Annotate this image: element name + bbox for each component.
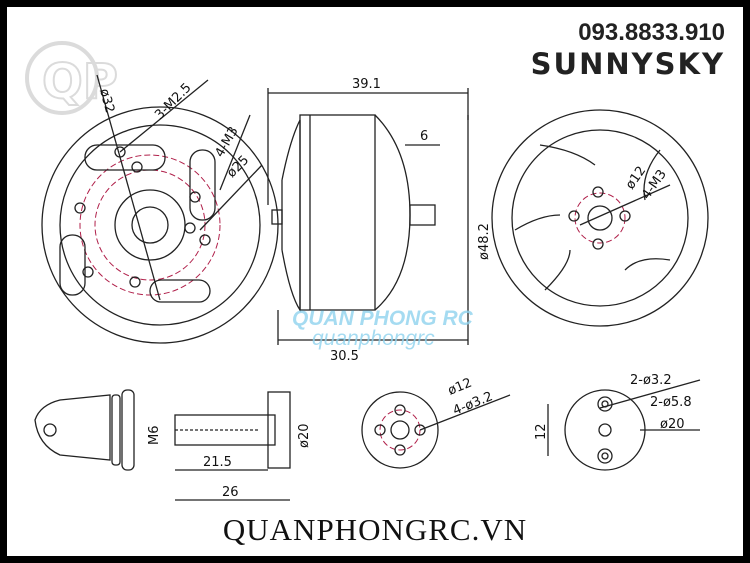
website-url: QUANPHONGRC.VN (222, 512, 528, 547)
dim-12: 12 (534, 423, 549, 440)
watermark-title: QUAN PHONG RC (292, 307, 473, 330)
dim-2-d3-2: 2-ø3.2 (630, 373, 672, 388)
dim-2-d5-8: 2-ø5.8 (650, 395, 692, 410)
svg-text:QP: QP (42, 54, 118, 110)
front-view: ø32 3-M2.5 4-M3 ø25 (41, 74, 279, 344)
dim-d48-2: ø48.2 (477, 223, 492, 260)
mount-plate: 12 2-ø3.2 2-ø5.8 ø20 (534, 373, 701, 471)
dim-30-5: 30.5 (330, 349, 359, 364)
dim-39-1: 39.1 (352, 77, 381, 92)
dim-21-5: 21.5 (203, 455, 232, 470)
dim-3-m2-5: 3-M2.5 (152, 81, 194, 123)
brand-logo: SUNNYSKY (530, 47, 725, 81)
dim-26: 26 (222, 485, 239, 500)
watermark-subtitle: quanphongrc (312, 327, 435, 350)
prop-hub: ø12 4-ø3.2 (361, 376, 511, 469)
watermark-logo: QP (25, 41, 119, 115)
side-view: 39.1 6 ø48.2 30.5 (267, 77, 492, 364)
prop-adapter: M6 ø20 21.5 26 (34, 389, 312, 501)
rear-view: ø12 4-M3 (491, 109, 709, 327)
dim-m6: M6 (147, 426, 162, 446)
phone-number: 093.8833.910 (578, 19, 725, 46)
dim-d20-adapter: ø20 (297, 424, 312, 449)
dim-d32: ø32 (96, 87, 117, 115)
dim-d12-hub: ø12 (446, 376, 474, 399)
dim-6: 6 (420, 129, 428, 144)
dim-d20-plate: ø20 (660, 417, 685, 432)
